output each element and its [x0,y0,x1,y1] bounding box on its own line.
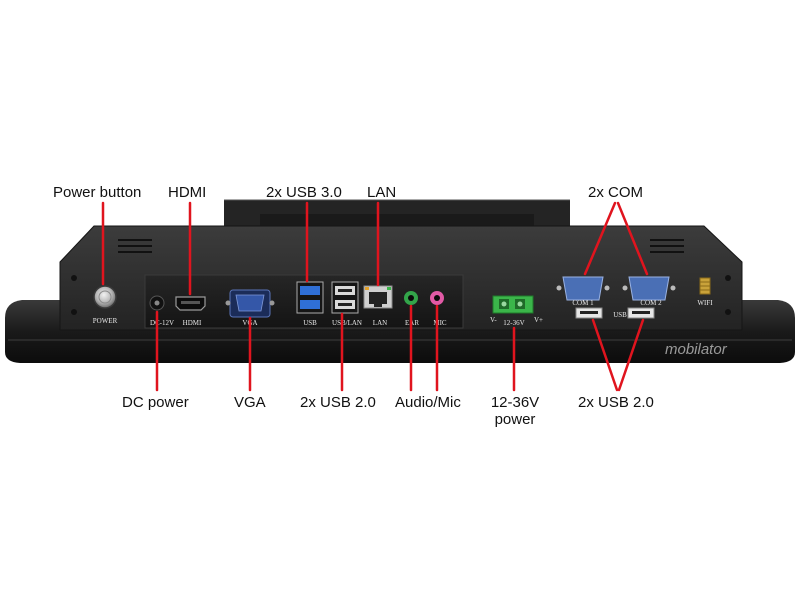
callout-hdmi: HDMI [168,184,207,201]
label-usb-right: USB [613,311,627,319]
chassis-screw-2 [71,309,77,315]
watermark: mobilator [665,341,728,358]
usb20-port-right-1[interactable] [575,307,603,319]
label-usb-lan: USB/LAN [332,319,362,327]
callout-audio-mic: Audio/Mic [395,394,461,411]
usb20-ports-middle[interactable] [331,281,359,314]
callout-com: 2x COM [588,184,644,201]
usb30-ports[interactable] [296,281,324,314]
label-vplus: V+ [534,316,543,324]
line-com-right [616,201,649,276]
label-com2: COM 2 [640,299,662,307]
callout-12-36v-line1: 12-36V [490,394,540,411]
vent-left [118,239,152,253]
mic-jack[interactable] [430,291,444,305]
callout-lan: LAN [367,184,397,201]
usb20-port-right-2[interactable] [627,307,655,319]
callout-12-36v-line2: power [494,411,536,428]
label-range: 12-36V [503,319,524,327]
audio-jack[interactable] [404,291,418,305]
vga-port[interactable] [225,289,275,318]
label-vminus: V- [490,316,497,324]
chassis-screw-1 [71,275,77,281]
callout-vga: VGA [234,394,266,411]
callout-usb20-left: 2x USB 2.0 [300,394,376,411]
com2-port[interactable] [622,276,676,301]
label-dc: DC-12V [150,319,174,327]
callout-dc-power: DC power [122,394,189,411]
hdmi-port[interactable] [175,296,206,311]
callout-12-36v-power: 12-36V power [485,394,545,428]
line-com-left [583,201,617,276]
label-com1: COM 1 [572,299,594,307]
power-button[interactable] [93,285,117,309]
power-terminal-block[interactable] [492,295,534,314]
vent-right [650,239,684,253]
dc-jack[interactable] [149,295,165,311]
callout-power-button: Power button [53,184,142,201]
chassis-screw-3 [725,275,731,281]
label-mic: MIC [433,319,447,327]
label-wifi: WIFI [697,299,713,307]
lan-port[interactable] [363,285,393,309]
label-hdmi: HDMI [183,319,202,327]
line-usb20-right-b [617,318,645,392]
callout-usb20-right: 2x USB 2.0 [578,394,654,411]
wifi-antenna-connector[interactable] [699,277,711,295]
com1-port[interactable] [556,276,610,301]
label-usb: USB [303,319,317,327]
label-lan: LAN [373,319,387,327]
label-power: POWER [93,317,118,325]
line-usb20-right-a [591,318,619,392]
chassis-screw-4 [725,309,731,315]
callout-usb30: 2x USB 3.0 [266,184,342,201]
